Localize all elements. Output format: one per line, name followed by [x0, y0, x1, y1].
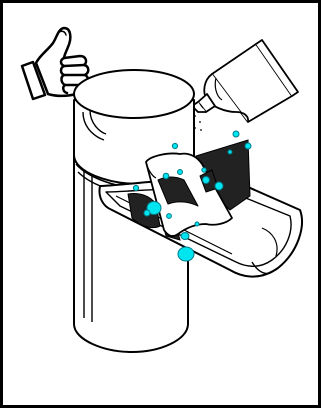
water-drops — [132, 130, 252, 262]
spray-bottle-icon — [191, 39, 299, 123]
thumbs-up-icon — [20, 26, 90, 101]
